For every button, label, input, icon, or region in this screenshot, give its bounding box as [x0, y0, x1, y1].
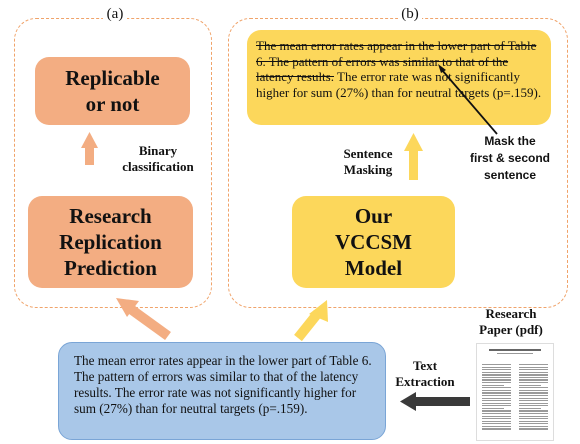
paper-text-line — [519, 425, 548, 428]
mask-note-line-1: Mask the — [484, 134, 536, 148]
research-replication-prediction-box: Research Replication Prediction — [28, 196, 193, 288]
sentence-masking-line-1: Sentence — [343, 146, 393, 161]
paper-text-line — [519, 397, 548, 399]
panel-a-label: (a) — [103, 6, 127, 23]
paper-text-line — [482, 387, 511, 389]
replicable-line-1: Replicable — [65, 66, 160, 90]
paper-text-line — [482, 405, 511, 407]
paper-text-line — [482, 374, 511, 376]
model-line-3: Model — [344, 256, 403, 280]
paper-column-left — [479, 364, 514, 431]
paper-text-line — [519, 418, 548, 420]
paper-text-line — [519, 366, 548, 368]
paper-text-line — [519, 392, 548, 394]
paper-text-line — [519, 415, 548, 417]
paper-text-line — [519, 374, 548, 376]
paper-text-line — [519, 369, 548, 371]
paper-text-line — [482, 382, 511, 384]
text-extraction-line-1: Text — [412, 358, 438, 373]
mask-note-pointer-arrow — [438, 64, 498, 135]
mask-note-line-3: sentence — [483, 168, 537, 182]
paper-text-line — [519, 420, 548, 422]
paper-text-line — [482, 379, 511, 381]
paper-text-line — [482, 366, 511, 368]
paper-text-line — [482, 418, 511, 420]
replicable-box: Replicable or not — [35, 57, 190, 125]
paper-text-line — [519, 379, 548, 381]
paper-subtitle-line — [497, 353, 533, 354]
mask-note: Mask the first & second sentence — [455, 133, 565, 184]
binary-classification-label: Binary classification — [112, 143, 204, 175]
text-extraction-label: Text Extraction — [386, 358, 464, 390]
paper-text-line — [482, 369, 511, 371]
paper-text-line — [482, 371, 511, 373]
paper-text-line — [482, 384, 504, 386]
model-line-2: VCCSM — [335, 230, 412, 254]
text-extraction-line-2: Extraction — [395, 374, 455, 389]
kept-sentence: The error rate was not significantly hig… — [256, 69, 542, 100]
paper-text-line — [519, 412, 548, 415]
extracted-text-box: The mean error rates appear in the lower… — [58, 342, 386, 440]
masked-sentences: The mean error rates appear in the lower… — [256, 38, 537, 84]
rrp-line-1: Research — [69, 204, 152, 228]
masked-text-box: The mean error rates appear in the lower… — [247, 30, 551, 125]
paper-text-line — [519, 364, 548, 366]
pdf-paper-thumbnail — [476, 343, 554, 441]
paper-text-line — [519, 410, 548, 412]
research-paper-label: Research Paper (pdf) — [466, 306, 556, 338]
rrp-line-3: Prediction — [64, 256, 157, 280]
paper-title-line — [489, 349, 541, 351]
paper-text-line — [482, 410, 511, 412]
paper-text-line — [519, 382, 548, 384]
paper-text-line — [519, 402, 548, 404]
paper-text-line — [482, 389, 511, 391]
to-rrp-arrow — [116, 298, 171, 341]
rrp-line-2: Replication — [59, 230, 162, 254]
paper-text-line — [482, 420, 511, 422]
paper-text-line — [519, 394, 548, 397]
paper-text-line — [482, 392, 511, 394]
paper-text-line — [482, 428, 511, 430]
research-paper-line-1: Research — [485, 306, 537, 321]
research-paper-line-2: Paper (pdf) — [479, 322, 543, 337]
paper-text-line — [482, 412, 511, 415]
paper-text-line — [482, 407, 504, 410]
binary-label-line-1: Binary — [138, 143, 178, 158]
panel-b-label: (b) — [398, 6, 422, 23]
paper-text-line — [482, 394, 511, 397]
paper-text-line — [519, 423, 548, 425]
paper-text-line — [519, 428, 548, 430]
paper-text-line — [482, 423, 511, 425]
paper-column-right — [516, 364, 551, 431]
paper-text-line — [519, 407, 541, 410]
paper-text-line — [519, 371, 548, 373]
replicable-line-2: or not — [85, 92, 140, 116]
paper-text-line — [519, 384, 541, 386]
sentence-masking-arrow — [404, 133, 423, 180]
binary-classification-arrow — [81, 132, 98, 165]
sentence-masking-label: Sentence Masking — [331, 146, 405, 178]
paper-text-line — [482, 397, 511, 399]
binary-label-line-2: classification — [122, 159, 194, 174]
extracted-text: The mean error rates appear in the lower… — [74, 353, 372, 416]
paper-text-line — [482, 425, 511, 428]
paper-text-line — [519, 389, 548, 391]
paper-text-line — [482, 400, 511, 402]
text-extraction-arrow — [400, 392, 470, 411]
to-vccsm-arrow — [294, 300, 328, 342]
paper-text-line — [482, 415, 511, 417]
paper-text-line — [482, 376, 511, 379]
paper-text-line — [519, 387, 548, 389]
paper-text-line — [519, 400, 548, 402]
vccsm-model-box: Our VCCSM Model — [292, 196, 455, 288]
paper-text-line — [482, 402, 511, 404]
paper-text-line — [482, 364, 511, 366]
model-line-1: Our — [354, 204, 393, 228]
sentence-masking-line-2: Masking — [343, 162, 393, 177]
paper-text-line — [519, 376, 548, 379]
mask-note-line-2: first & second — [469, 151, 550, 165]
paper-text-line — [519, 405, 548, 407]
